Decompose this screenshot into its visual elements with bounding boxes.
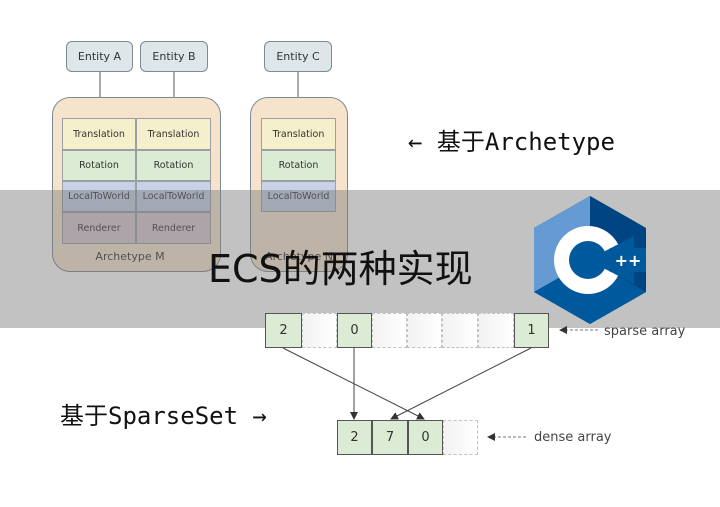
component-cell: Rotation (261, 150, 336, 181)
component-cell: Translation (62, 118, 136, 150)
entity-c: Entity C (264, 41, 332, 72)
sparse-cell: 2 (265, 313, 302, 348)
sparseset-note: 基于SparseSet → (60, 402, 267, 430)
archetype-note: ← 基于Archetype (408, 128, 615, 156)
sparse-array-label: sparse array (604, 324, 686, 339)
sparse-cell-empty (478, 313, 514, 348)
sparse-cell-empty (372, 313, 407, 348)
component-cell: Rotation (136, 150, 211, 181)
component-cell: LocalToWorld (261, 181, 336, 212)
dense-cell: 2 (337, 420, 372, 455)
entity-b: Entity B (140, 41, 208, 72)
entity-a: Entity A (66, 41, 133, 72)
component-cell: Renderer (136, 212, 211, 244)
sparse-cell: 0 (337, 313, 372, 348)
archetype-m-label: Archetype M (95, 250, 165, 263)
dense-cell: 7 (372, 420, 408, 455)
component-cell: Renderer (62, 212, 136, 244)
cpp-logo-plus: ++ (615, 251, 642, 270)
dense-array-label: dense array (534, 430, 612, 445)
dense-cell-empty (443, 420, 478, 455)
archetype-n-label: Archetype N (265, 250, 333, 263)
sparse-cell-empty (442, 313, 478, 348)
sparse-cell: 1 (514, 313, 549, 348)
component-cell: Translation (261, 118, 336, 150)
component-cell: Rotation (62, 150, 136, 181)
component-cell: LocalToWorld (62, 181, 136, 212)
sparse-cell-empty (302, 313, 337, 348)
dense-cell: 0 (408, 420, 443, 455)
cpp-logo-icon: ++ (534, 196, 646, 324)
page-title: ECS的两种实现 (208, 247, 473, 291)
component-cell: Translation (136, 118, 211, 150)
component-cell: LocalToWorld (136, 181, 211, 212)
sparse-cell-empty (407, 313, 442, 348)
